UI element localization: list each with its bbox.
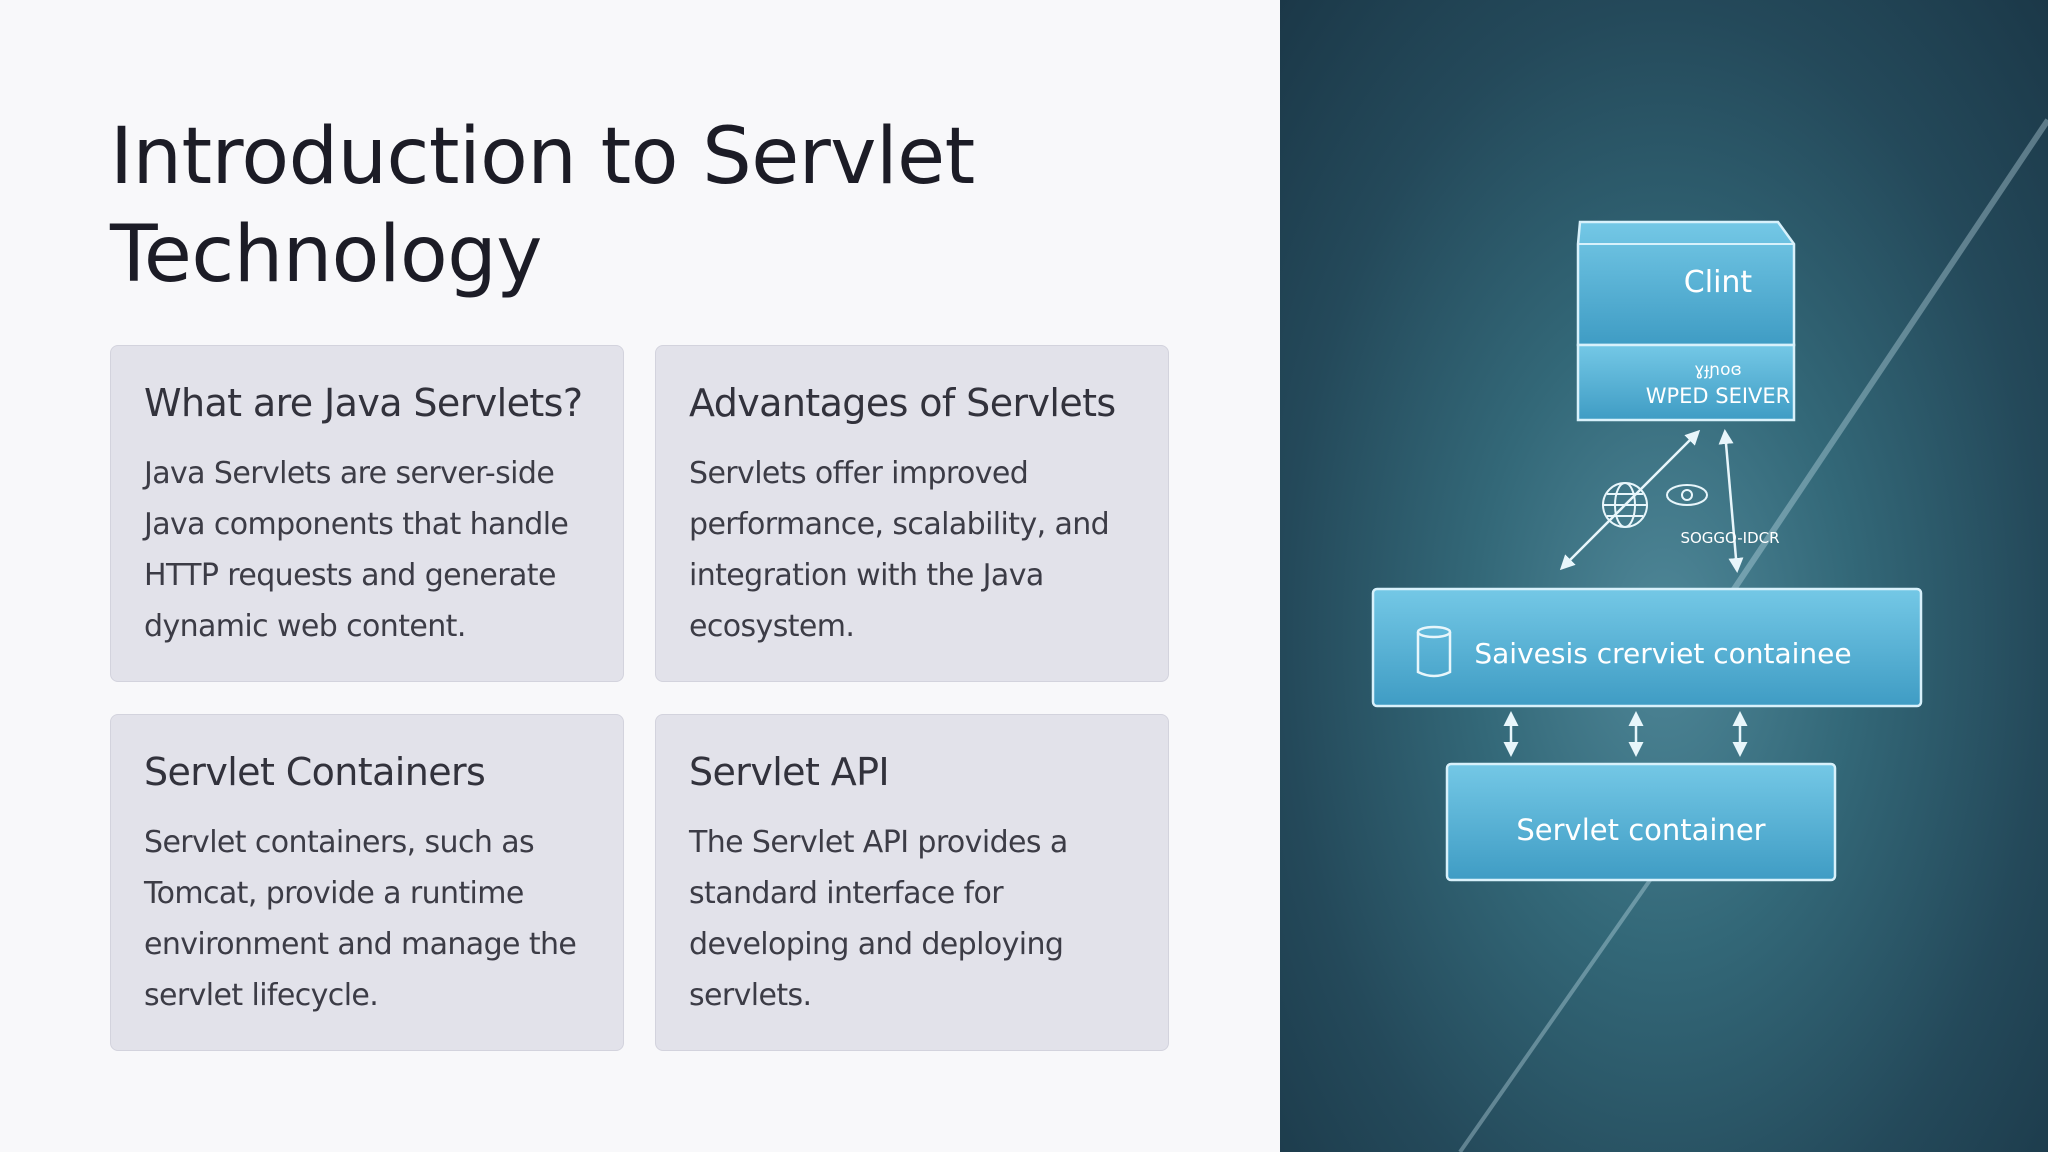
card-title: Servlet API	[689, 750, 890, 794]
card-body: Java Servlets are server-side Java compo…	[144, 456, 569, 644]
card-body: The Servlet API provides a standard inte…	[689, 825, 1068, 1013]
servlet-architecture-diagram: Clint ɣɟɲoɞ WPED SEIVER SOGGO-IDCR	[1371, 118, 2048, 1152]
client-server-block: Clint ɣɟɲoɞ WPED SEIVER	[1576, 220, 1796, 422]
card-advantages: Advantages of Servlets Servlets offer im…	[655, 345, 1169, 682]
client-label: Clint	[1684, 265, 1753, 300]
flow-arrows	[1559, 429, 1744, 573]
container-top-label: Saivesis crerviet containee	[1474, 637, 1851, 670]
card-body: Servlets offer improved performance, sca…	[689, 456, 1110, 644]
eye-icon	[1666, 484, 1708, 506]
diagram-panel: Clint ɣɟɲoɞ WPED SEIVER SOGGO-IDCR	[1280, 0, 2048, 1152]
slide-content: Introduction to Servlet Technology What …	[110, 112, 1169, 1051]
web-server-sublabel: ɣɟɲoɞ	[1694, 360, 1742, 380]
double-arrows	[1503, 711, 1748, 757]
globe-icon	[1602, 482, 1648, 528]
card-java-servlets: What are Java Servlets? Java Servlets ar…	[110, 345, 624, 682]
card-title: What are Java Servlets?	[144, 381, 583, 425]
slide-title: Introduction to Servlet Technology	[110, 112, 975, 300]
card-body: Servlet containers, such as Tomcat, prov…	[144, 825, 577, 1013]
database-icon	[1416, 625, 1452, 678]
arrow-label: SOGGO-IDCR	[1680, 529, 1779, 547]
servlet-container-top: Saivesis crerviet containee	[1371, 587, 1923, 708]
light-streak	[1697, 118, 2048, 642]
container-bottom-label: Servlet container	[1516, 813, 1765, 847]
card-servlet-api: Servlet API The Servlet API provides a s…	[655, 714, 1169, 1051]
servlet-container-bottom: Servlet container	[1445, 762, 1837, 882]
web-server-label: WPED SEIVER	[1646, 384, 1791, 408]
card-servlet-containers: Servlet Containers Servlet containers, s…	[110, 714, 624, 1051]
card-title: Advantages of Servlets	[689, 381, 1116, 425]
card-title: Servlet Containers	[144, 750, 486, 794]
